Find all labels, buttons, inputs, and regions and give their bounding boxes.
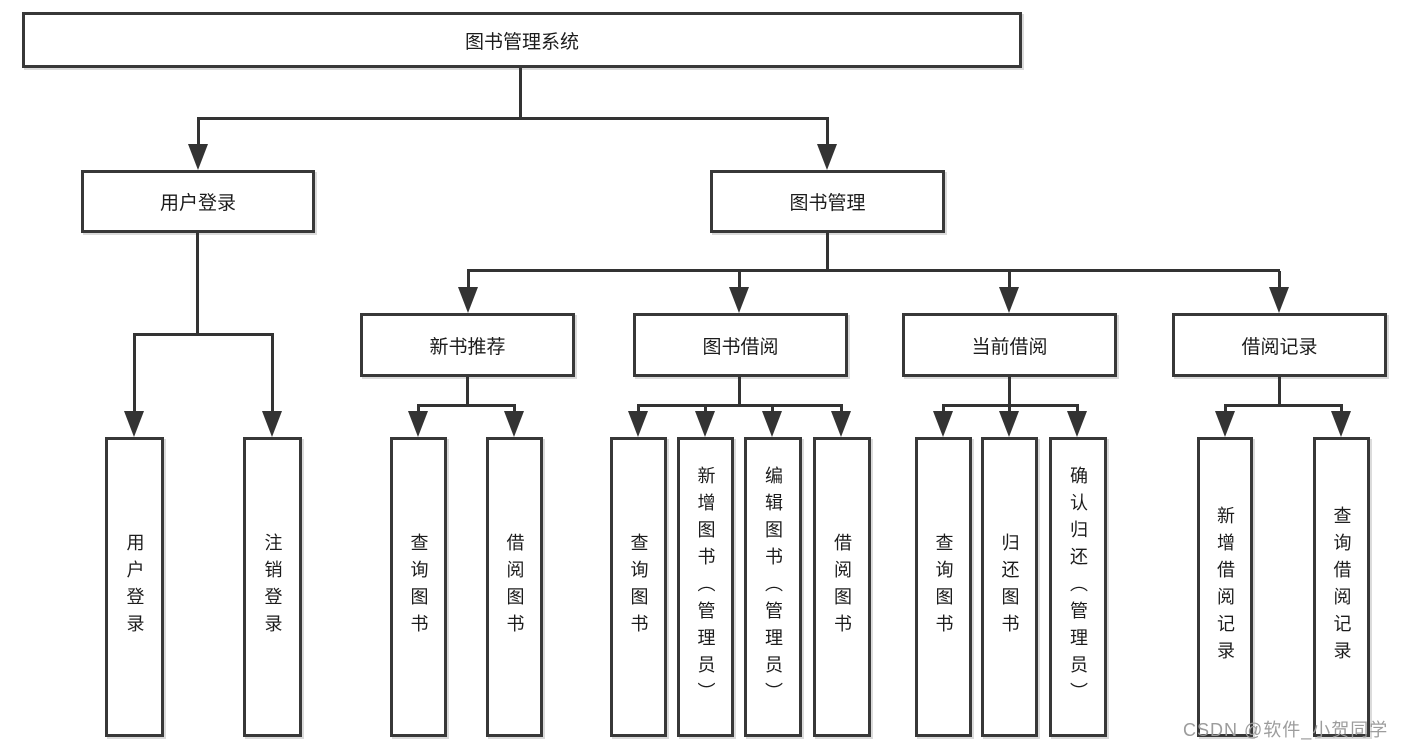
arrow-to-leaf-user-login bbox=[123, 336, 145, 437]
leaf-br-add-record-label: 新增借阅记录 bbox=[1215, 506, 1235, 668]
leaf-logout-label: 注销登录 bbox=[262, 533, 283, 641]
node-book-mgmt: 图书管理 bbox=[710, 170, 945, 233]
leaf-logout: 注销登录 bbox=[243, 437, 302, 737]
leaf-nb-borrow-books-label: 借阅图书 bbox=[504, 533, 525, 641]
leaf-cb-query-books: 查询图书 bbox=[915, 437, 972, 737]
leaf-br-query-record-label: 查询借阅记录 bbox=[1331, 506, 1352, 668]
connector-book-mgmt-branch bbox=[467, 269, 1280, 272]
node-root-label: 图书管理系统 bbox=[464, 31, 579, 53]
connector-user-login-stem bbox=[196, 233, 199, 336]
node-user-login: 用户登录 bbox=[81, 170, 315, 233]
leaf-cb-confirm-return-admin-label: 确认归还（管理员） bbox=[1068, 465, 1088, 709]
arrow-to-new-book-rec bbox=[457, 271, 479, 313]
leaf-nb-query-books: 查询图书 bbox=[390, 437, 447, 737]
leaf-bb-borrow-books-label: 借阅图书 bbox=[832, 533, 852, 641]
node-root: 图书管理系统 bbox=[22, 12, 1022, 68]
node-book-borrow: 图书借阅 bbox=[633, 313, 848, 377]
connector-current-borrow-branch bbox=[942, 404, 1079, 407]
leaf-br-add-record: 新增借阅记录 bbox=[1197, 437, 1253, 737]
leaf-user-login: 用户登录 bbox=[105, 437, 164, 737]
connector-new-book-rec-branch bbox=[417, 404, 516, 407]
arrow-to-borrow-records bbox=[1268, 271, 1290, 313]
leaf-bb-add-books-admin: 新增图书（管理员） bbox=[677, 437, 734, 737]
arrow-to-leaf-logout bbox=[261, 336, 283, 437]
arrow-to-user-login bbox=[187, 119, 209, 170]
node-new-book-rec-label: 新书推荐 bbox=[429, 336, 506, 358]
node-borrow-records-label: 借阅记录 bbox=[1241, 336, 1318, 358]
arrow-to-bb-edit bbox=[761, 407, 783, 437]
node-current-borrow-label: 当前借阅 bbox=[971, 336, 1048, 358]
leaf-nb-query-books-label: 查询图书 bbox=[408, 533, 429, 641]
node-user-login-label: 用户登录 bbox=[159, 193, 236, 214]
node-current-borrow: 当前借阅 bbox=[902, 313, 1117, 377]
csdn-watermark: CSDN @软件_小贺同学 bbox=[1183, 720, 1389, 740]
arrow-to-bb-query bbox=[627, 407, 649, 437]
leaf-cb-return-books-label: 归还图书 bbox=[999, 533, 1020, 641]
arrow-to-book-mgmt bbox=[816, 119, 838, 170]
arrow-to-cb-query bbox=[932, 407, 954, 437]
connector-current-borrow-stem bbox=[1008, 377, 1011, 406]
leaf-user-login-label: 用户登录 bbox=[124, 533, 145, 641]
connector-user-login-branch bbox=[133, 333, 274, 336]
leaf-cb-confirm-return-admin: 确认归还（管理员） bbox=[1049, 437, 1107, 737]
node-book-borrow-label: 图书借阅 bbox=[702, 336, 779, 358]
node-borrow-records: 借阅记录 bbox=[1172, 313, 1387, 377]
leaf-nb-borrow-books: 借阅图书 bbox=[486, 437, 543, 737]
leaf-bb-query-books: 查询图书 bbox=[610, 437, 667, 737]
arrow-to-cb-return bbox=[998, 407, 1020, 437]
connector-borrow-records-stem bbox=[1278, 377, 1281, 406]
connector-borrow-records-branch bbox=[1224, 404, 1343, 407]
connector-book-borrow-branch bbox=[637, 404, 843, 407]
connector-root-branch bbox=[197, 117, 829, 120]
connector-book-borrow-stem bbox=[738, 377, 741, 406]
arrow-to-br-query bbox=[1330, 407, 1352, 437]
arrow-to-bb-add bbox=[694, 407, 716, 437]
leaf-cb-return-books: 归还图书 bbox=[981, 437, 1038, 737]
leaf-cb-query-books-label: 查询图书 bbox=[933, 533, 954, 641]
arrow-to-current-borrow bbox=[998, 271, 1020, 313]
arrow-to-nb-borrow bbox=[503, 407, 525, 437]
leaf-bb-edit-books-admin: 编辑图书（管理员） bbox=[744, 437, 802, 737]
arrow-to-bb-borrow bbox=[830, 407, 852, 437]
connector-new-book-rec-stem bbox=[466, 377, 469, 406]
connector-book-mgmt-stem bbox=[826, 233, 829, 271]
arrow-to-cb-confirm bbox=[1066, 407, 1088, 437]
leaf-bb-add-books-admin-label: 新增图书（管理员） bbox=[695, 465, 716, 709]
leaf-bb-query-books-label: 查询图书 bbox=[628, 533, 649, 641]
arrow-to-br-add bbox=[1214, 407, 1236, 437]
leaf-bb-edit-books-admin-label: 编辑图书（管理员） bbox=[763, 465, 783, 709]
leaf-br-query-record: 查询借阅记录 bbox=[1313, 437, 1370, 737]
node-book-mgmt-label: 图书管理 bbox=[789, 193, 866, 214]
arrow-to-book-borrow bbox=[728, 271, 750, 313]
node-new-book-rec: 新书推荐 bbox=[360, 313, 575, 377]
arrow-to-nb-query bbox=[407, 407, 429, 437]
connector-root-stem bbox=[519, 68, 522, 119]
leaf-bb-borrow-books: 借阅图书 bbox=[813, 437, 871, 737]
